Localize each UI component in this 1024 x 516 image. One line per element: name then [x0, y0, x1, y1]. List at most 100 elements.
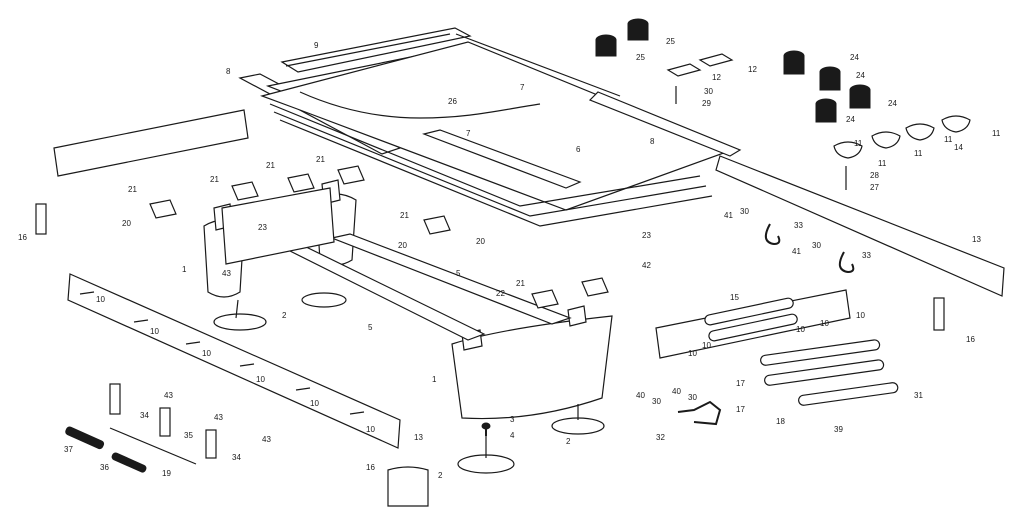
pocket-cup-24-d: [815, 98, 837, 123]
label-7-a: 7: [520, 83, 525, 92]
label-40-b: 40: [672, 387, 681, 396]
leg-foot-2-d: [457, 436, 515, 474]
label-10-h: 10: [702, 341, 711, 350]
label-10-d: 10: [256, 375, 265, 384]
bracket-12-set: [666, 53, 734, 77]
leg-1-right-front: [451, 305, 613, 420]
label-15: 15: [730, 293, 739, 302]
label-17-b: 17: [736, 405, 745, 414]
label-43-d: 43: [262, 435, 271, 444]
label-23-a: 23: [258, 223, 267, 232]
label-4: 4: [510, 431, 515, 440]
label-31: 31: [914, 391, 923, 400]
label-1-b: 1: [432, 375, 437, 384]
label-27: 27: [870, 183, 879, 192]
bumper-17-18-set: [760, 339, 899, 406]
label-24-a: 24: [850, 53, 859, 62]
label-2-a: 2: [282, 311, 287, 320]
side-rail-15: [655, 289, 851, 359]
label-20-a: 20: [122, 219, 131, 228]
label-43-c: 43: [214, 413, 223, 422]
label-11-b: 11: [914, 149, 923, 158]
label-11-a: 11: [992, 129, 1001, 138]
label-33-a: 33: [794, 221, 803, 230]
label-28: 28: [870, 171, 879, 180]
label-8-a: 8: [226, 67, 231, 76]
label-10-g: 10: [688, 349, 697, 358]
label-12-a: 12: [712, 73, 721, 82]
label-33-b: 33: [862, 251, 871, 260]
label-6: 6: [576, 145, 581, 154]
label-35: 35: [184, 431, 193, 440]
label-1-a: 1: [182, 265, 187, 274]
label-40-a: 40: [636, 391, 645, 400]
label-10-a: 10: [96, 295, 105, 304]
label-22: 22: [496, 289, 505, 298]
label-30-b: 30: [740, 207, 749, 216]
label-21-e: 21: [400, 211, 409, 220]
pocket-liner-11-set: [833, 115, 971, 159]
rail-9-top-left: [280, 27, 472, 73]
leg-foot-2-a: [213, 299, 267, 331]
label-30-d: 30: [652, 397, 661, 406]
rail-8-right: [588, 91, 742, 157]
label-12-b: 12: [748, 65, 757, 74]
label-8-b: 8: [650, 137, 655, 146]
label-24-d: 24: [846, 115, 855, 124]
label-9: 9: [314, 41, 319, 50]
label-21-b: 21: [210, 175, 219, 184]
pocket-cup-24-a: [783, 50, 805, 75]
screw-29-28-27: [675, 86, 847, 190]
label-7-b: 7: [466, 129, 471, 138]
part-labels: 1 1 2 2 2 3 4 5 5 6 7 7 8 8 9 10 10 10 1…: [18, 37, 1001, 480]
leg-foot-2-c: [551, 404, 605, 435]
label-11-d: 11: [944, 135, 953, 144]
rail-13-front-long: [67, 273, 401, 449]
cross-brace-5: [221, 187, 572, 341]
label-10-c: 10: [202, 349, 211, 358]
label-11-e: 11: [854, 139, 863, 148]
label-43-b: 43: [164, 391, 173, 400]
slate-bed-6: [260, 41, 734, 227]
label-25-a: 25: [666, 37, 675, 46]
label-23-b: 23: [642, 231, 651, 240]
label-34-a: 34: [140, 411, 149, 420]
ball-return-32: [677, 400, 722, 426]
pocket-cup-25-a: [595, 34, 617, 57]
pocket-cup-24-b: [819, 66, 841, 91]
label-13-b: 13: [414, 433, 423, 442]
label-19: 19: [162, 469, 171, 478]
leg-foot-2-b: [301, 292, 347, 308]
label-30-c: 30: [812, 241, 821, 250]
label-17-a: 17: [736, 379, 745, 388]
rail-7-center: [422, 33, 621, 189]
label-11-c: 11: [878, 159, 887, 168]
label-5-b: 5: [368, 323, 373, 332]
label-10-i: 10: [796, 325, 805, 334]
label-43-a: 43: [222, 269, 231, 278]
label-10-b: 10: [150, 327, 159, 336]
bracket-21-set: [149, 165, 609, 309]
label-25-b: 25: [636, 53, 645, 62]
label-3: 3: [510, 415, 515, 424]
label-16-a: 16: [18, 233, 27, 242]
spring-36-37: [65, 426, 197, 473]
label-2-b: 2: [566, 437, 571, 446]
label-5-a: 5: [456, 269, 461, 278]
hook-33-set: [764, 223, 855, 274]
label-20-c: 20: [476, 237, 485, 246]
label-16-b: 16: [966, 335, 975, 344]
label-29: 29: [702, 99, 711, 108]
plate-34-35-set: [109, 383, 217, 459]
pocket-cup-24-c: [849, 84, 871, 109]
leveler-3-4: [481, 422, 491, 436]
cloth-26: [299, 91, 541, 119]
label-16-c: 16: [366, 463, 375, 472]
label-10-f: 10: [366, 425, 375, 434]
label-10-e: 10: [310, 399, 319, 408]
label-41-b: 41: [792, 247, 801, 256]
label-2-c: 2: [438, 471, 443, 480]
label-18: 18: [776, 417, 785, 426]
label-30-a: 30: [704, 87, 713, 96]
